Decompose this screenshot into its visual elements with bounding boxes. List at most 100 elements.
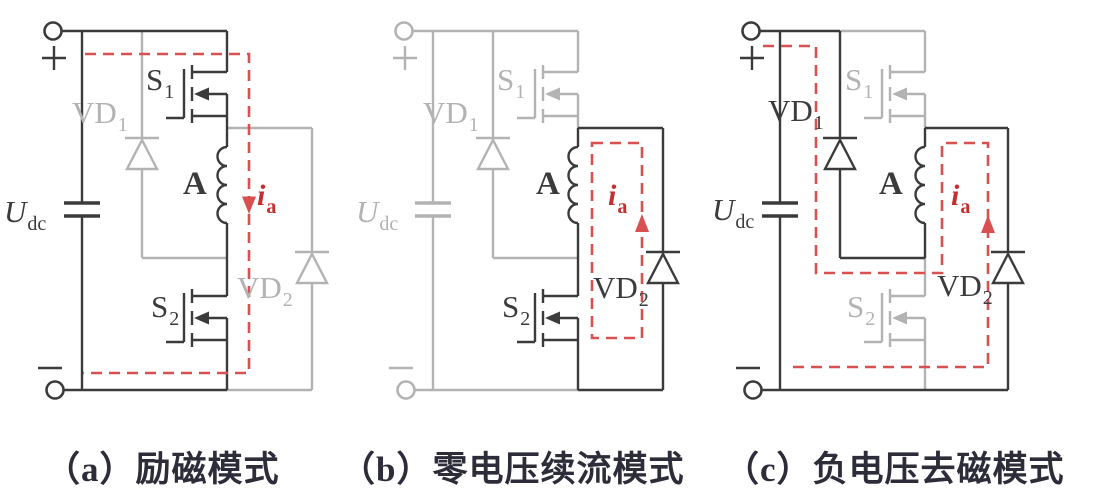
circuit-b <box>387 21 682 400</box>
winding-text-c: A <box>879 166 903 202</box>
s2-sub-c: 2 <box>865 308 876 330</box>
ia-sub-a: a <box>266 196 277 218</box>
label-s1-a: S1 <box>146 62 174 102</box>
s1-base-c: S <box>845 62 863 97</box>
vd2-sub-c: 2 <box>982 287 993 309</box>
switch-wires-c <box>840 29 927 390</box>
vd2-sub-b: 2 <box>638 289 649 311</box>
winding-coil-c <box>914 145 927 225</box>
ia-base-b: i <box>608 179 617 212</box>
ia-base-c: i <box>951 179 960 212</box>
label-udc-c: Udc <box>712 192 754 232</box>
label-s1-c: S1 <box>845 62 873 102</box>
circuit-c-inactive-branches <box>840 29 927 390</box>
s1-sub-a: 1 <box>164 81 175 103</box>
winding-text-a: A <box>183 166 207 202</box>
capacitor-a <box>62 201 102 218</box>
terminal-neg-b <box>396 380 416 400</box>
plus-sign-a <box>40 44 68 72</box>
current-path-a <box>83 52 256 375</box>
mosfet-s1-b <box>515 63 580 125</box>
label-vd2-b: VD2 <box>593 270 649 310</box>
terminal-neg-a <box>45 380 65 400</box>
main-wires-a <box>62 29 229 392</box>
s1-sub-c: 1 <box>863 81 874 103</box>
circuit-a-active-branches <box>36 21 229 400</box>
label-vd2-c: VD2 <box>937 268 993 308</box>
circuit-c-active-branches <box>734 21 1027 400</box>
label-winding-a: A <box>183 168 207 201</box>
circuit-b-inactive-branches <box>387 21 580 400</box>
ia-base-a: i <box>257 179 266 212</box>
s2-base-a: S <box>151 289 169 324</box>
label-udc-a: Udc <box>4 194 46 234</box>
current-arrow-up-b <box>635 214 649 232</box>
vd1-sub-c: 1 <box>813 112 824 134</box>
s1-base-a: S <box>146 62 164 97</box>
vd1-sub-b: 1 <box>468 114 479 136</box>
diode-vd2-c <box>989 250 1027 285</box>
label-s1-b: S1 <box>497 62 525 102</box>
label-winding-c: A <box>879 168 903 201</box>
udc-base-c: U <box>712 192 735 227</box>
udc-sub-a: dc <box>27 213 47 235</box>
label-s2-b: S2 <box>502 289 530 329</box>
label-vd2-a: VD2 <box>237 270 293 310</box>
current-arrow-up-c <box>981 215 995 233</box>
label-vd1-c: VD1 <box>768 93 824 133</box>
label-current-c: ia <box>951 179 970 218</box>
s2-base-b: S <box>502 289 520 324</box>
udc-sub-b: dc <box>379 213 399 235</box>
label-current-b: ia <box>608 179 627 218</box>
winding-text-b: A <box>536 166 560 202</box>
current-path-c <box>763 44 995 369</box>
udc-sub-c: dc <box>735 211 755 233</box>
udc-base-b: U <box>356 194 379 229</box>
freewheel-loop-wires-b <box>576 126 665 392</box>
winding-coil-b <box>567 145 580 225</box>
vd2-base-b: VD <box>593 270 638 305</box>
ia-sub-b: a <box>617 196 628 218</box>
s2-base-c: S <box>847 289 865 324</box>
udc-base-a: U <box>4 194 27 229</box>
s2-sub-b: 2 <box>520 308 531 330</box>
diode-vd1-c <box>821 136 859 171</box>
circuit-a-inactive-branches <box>123 31 331 392</box>
circuit-c <box>734 21 1027 400</box>
s1-sub-b: 1 <box>515 81 526 103</box>
terminal-pos-b <box>394 21 414 41</box>
terminal-pos-c <box>741 21 761 41</box>
label-udc-b: Udc <box>356 194 398 234</box>
circuit-a <box>36 21 331 400</box>
label-winding-b: A <box>536 168 560 201</box>
terminal-pos-a <box>43 21 63 41</box>
vd2-base-c: VD <box>937 268 982 303</box>
terminal-neg-c <box>743 380 763 400</box>
caption-c: （c）负电压去磁模式 <box>724 450 1065 489</box>
label-s2-a: S2 <box>151 289 179 329</box>
current-path-b <box>590 141 649 340</box>
diode-vd2-b <box>644 250 682 285</box>
main-wires-c <box>760 29 1010 392</box>
main-wires-b <box>413 29 580 392</box>
plus-sign-b <box>391 44 419 72</box>
label-s2-c: S2 <box>847 289 875 329</box>
label-current-a: ia <box>257 179 276 218</box>
capacitor-c <box>760 201 800 218</box>
current-arrow-down-a <box>242 196 256 214</box>
caption-b: （b）零电压续流模式 <box>340 450 685 489</box>
mosfet-s1-a <box>164 63 229 125</box>
vd1-base-c: VD <box>768 93 813 128</box>
s2-sub-a: 2 <box>169 308 180 330</box>
circuits-canvas <box>36 21 1027 400</box>
s1-base-b: S <box>497 62 515 97</box>
winding-coil-a <box>216 145 229 225</box>
vd1-base-b: VD <box>423 95 468 130</box>
label-vd1-a: VD1 <box>72 95 128 135</box>
caption-a: （a）励磁模式 <box>45 450 280 489</box>
vd2-base-a: VD <box>237 270 282 305</box>
vd1-base-a: VD <box>72 95 117 130</box>
plus-sign-c <box>738 44 766 72</box>
vd1-sub-a: 1 <box>117 114 128 136</box>
